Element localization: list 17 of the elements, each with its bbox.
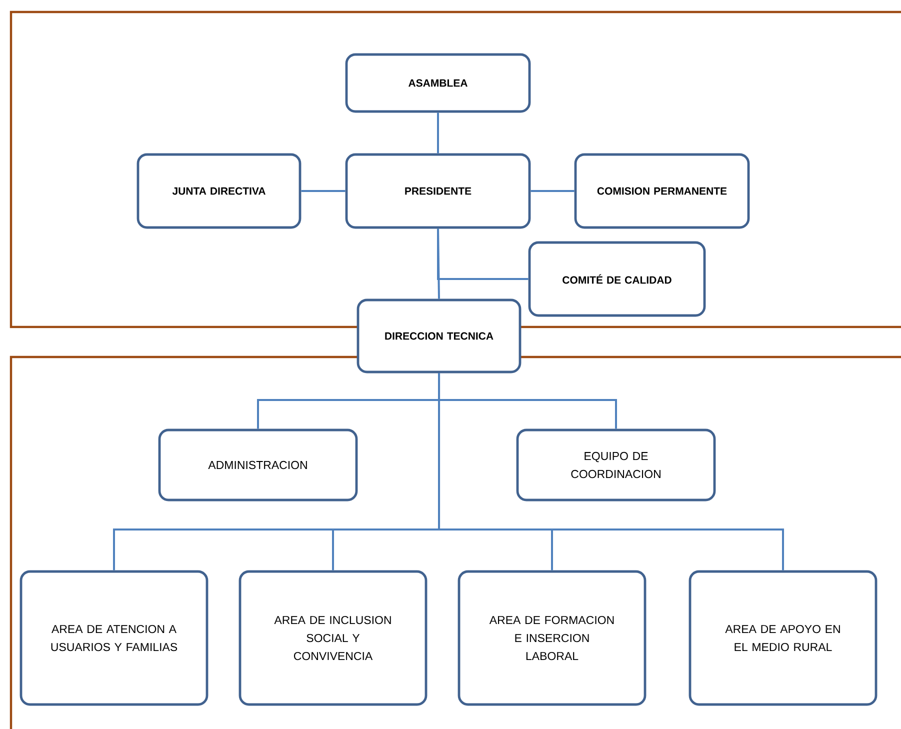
connector-line [437, 228, 440, 299]
org-box: AREA DE FORMACION E INSERCION LABORAL [458, 570, 646, 706]
org-box: ADMINISTRACION [158, 428, 358, 502]
org-box: EQUIPO DE COORDINACION [516, 428, 716, 502]
org-box: JUNTA DIRECTIVA [136, 153, 302, 229]
connector-line [530, 190, 574, 192]
org-box: COMITÉ DE CALIDAD [528, 241, 706, 317]
org-box: AREA DE ATENCION A USUARIOS Y FAMILIAS [20, 570, 208, 706]
connector-line [437, 112, 439, 154]
org-box: ASAMBLEA [345, 53, 531, 113]
org-box: COMISION PERMANENTE [574, 153, 750, 229]
org-box: AREA DE INCLUSION SOCIAL Y CONVIVENCIA [238, 570, 428, 706]
connector-line [301, 190, 346, 192]
org-box: PRESIDENTE [345, 153, 531, 229]
org-box: AREA DE APOYO EN EL MEDIO RURAL [688, 570, 878, 706]
org-box: DIRECCION TECNICA [356, 298, 522, 374]
connector-line [438, 373, 784, 570]
